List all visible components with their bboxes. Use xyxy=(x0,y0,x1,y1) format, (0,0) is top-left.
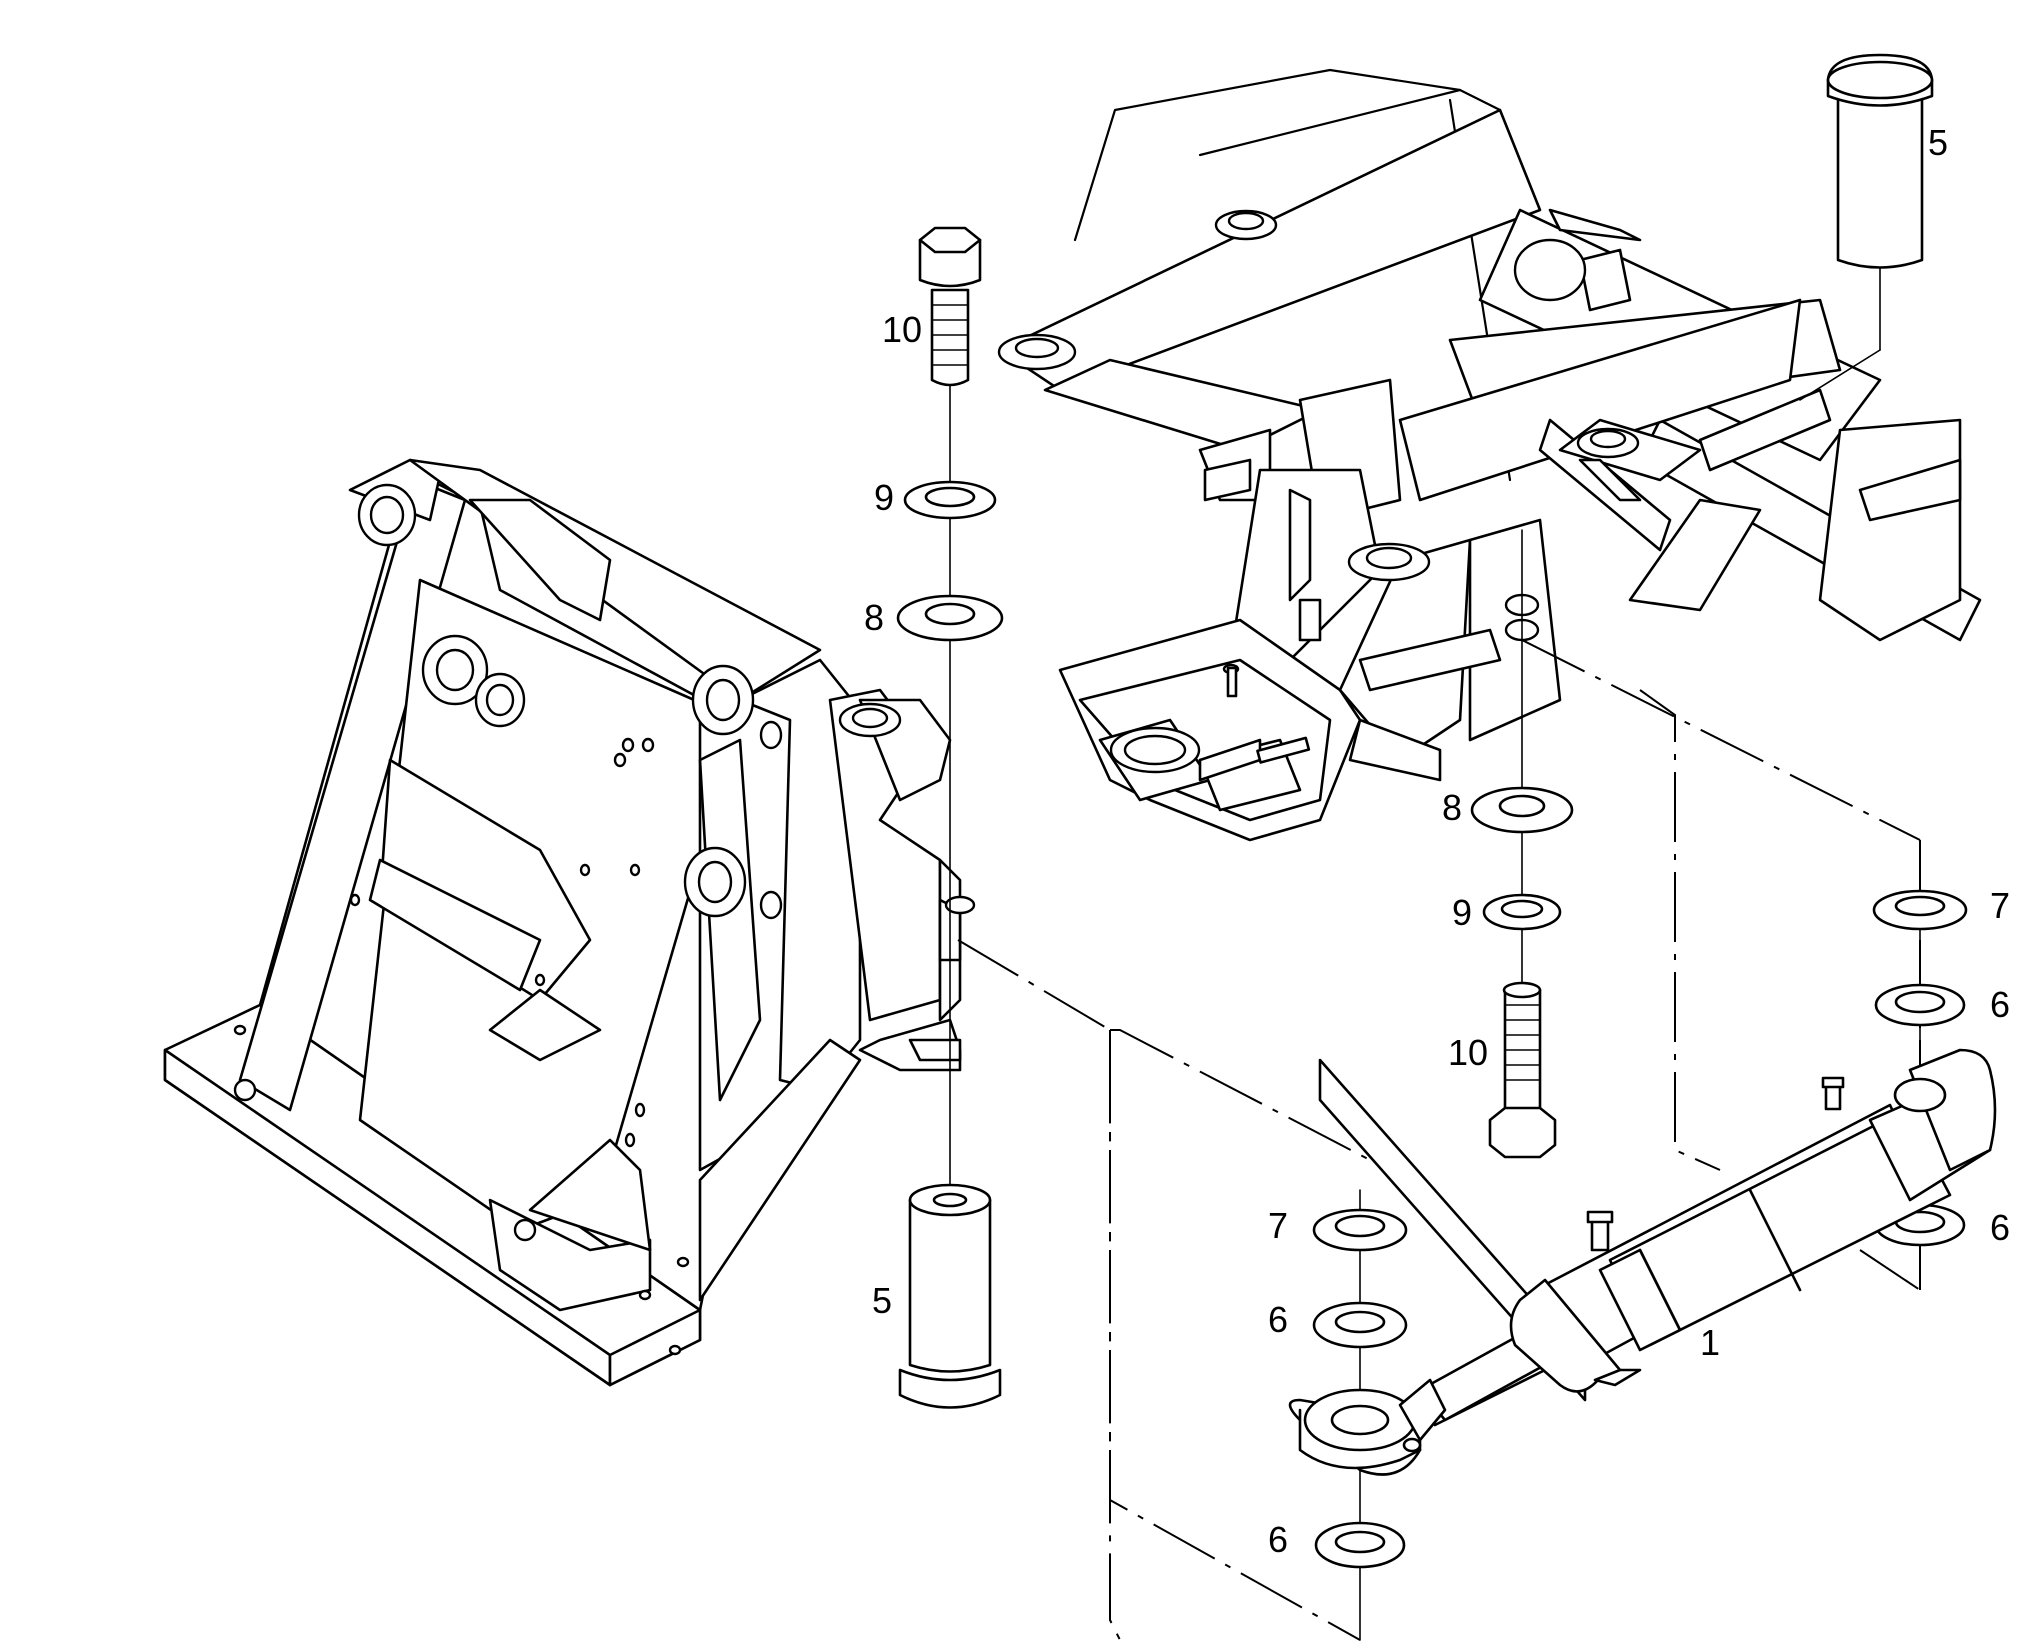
washer-9-lower xyxy=(1482,893,1562,931)
callout-9-upper: 9 xyxy=(874,477,895,518)
callout-6-right-upper: 6 xyxy=(1990,984,2011,1025)
callout-6-right-lower: 6 xyxy=(1990,1207,2011,1248)
pin-5-lower xyxy=(898,1183,1002,1409)
washer-6-left-upper xyxy=(1312,1301,1408,1349)
hydraulic-cylinder xyxy=(1288,1048,1997,1476)
callout-10-upper: 10 xyxy=(882,309,923,350)
front-frame xyxy=(163,458,976,1387)
rear-frame xyxy=(997,68,1982,842)
callout-5-upper: 5 xyxy=(1928,122,1949,163)
washer-8-lower xyxy=(1470,786,1574,834)
centerlines xyxy=(957,639,1921,1641)
callout-9-lower: 9 xyxy=(1452,892,1473,933)
washer-7-left xyxy=(1312,1208,1408,1252)
washer-7-right xyxy=(1872,889,1968,931)
pin-5-upper xyxy=(1826,53,1934,269)
callout-6-left-upper: 6 xyxy=(1268,1299,1289,1340)
washer-9-upper xyxy=(903,480,997,520)
bolt-10-upper xyxy=(918,226,982,387)
callout-8-lower: 8 xyxy=(1442,787,1463,828)
callout-1: 1 xyxy=(1700,1322,1721,1363)
callout-7-left: 7 xyxy=(1268,1205,1289,1246)
callout-6-left-lower: 6 xyxy=(1268,1519,1289,1560)
callout-10-lower: 10 xyxy=(1448,1032,1489,1073)
callout-8-upper: 8 xyxy=(864,597,885,638)
bolt-10-lower xyxy=(1488,981,1557,1159)
washer-6-left-lower xyxy=(1314,1521,1406,1569)
washer-8-upper xyxy=(896,594,1004,642)
callout-7-right: 7 xyxy=(1990,885,2011,926)
washer-6-right-upper xyxy=(1874,983,1966,1027)
callout-5-lower: 5 xyxy=(872,1280,893,1321)
